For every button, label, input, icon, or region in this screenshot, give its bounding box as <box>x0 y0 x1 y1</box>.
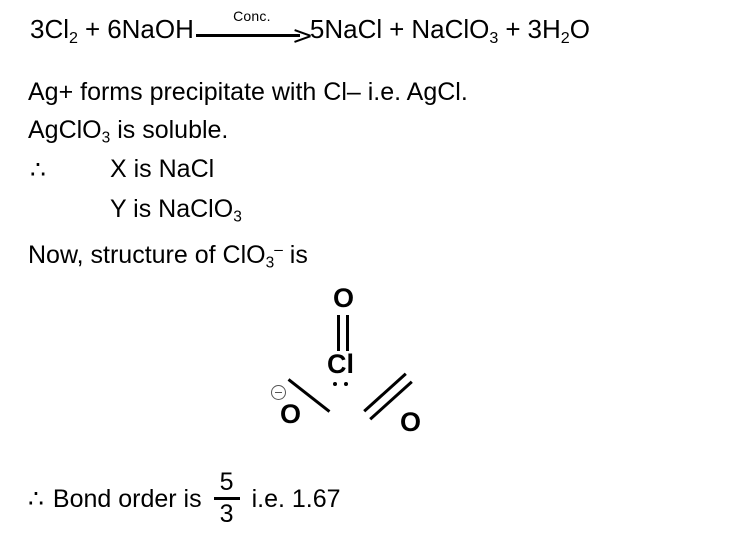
nacl-formula: NaCl <box>324 13 383 44</box>
naclo3-formula: NaClO <box>411 13 490 44</box>
bond-cl-o-top-line-2 <box>346 315 349 351</box>
atom-oxygen-bottom-left: O <box>280 399 302 429</box>
precipitate-note-line: Ag+ forms precipitate with Cl– i.e. AgCl… <box>28 78 468 106</box>
equation-product-sodium-chlorate: NaClO3 <box>411 13 499 47</box>
chlorine-subscript: 2 <box>69 28 78 47</box>
bond-order-conclusion: ∴ Bond order is 5 3 i.e. 1.67 <box>28 468 341 528</box>
y-identity-text: Y is NaClO <box>110 195 234 223</box>
solubility-text: is soluble. <box>110 116 229 144</box>
atom-oxygen-top: O <box>333 283 355 313</box>
chlorate-charge-superscript: – <box>274 241 283 259</box>
reaction-arrow: Conc. <box>195 8 308 46</box>
chlorine-coefficient: 3 <box>30 13 45 44</box>
bond-order-prefix: Bond order is <box>52 484 202 513</box>
equation-product-water: 3H2O <box>527 13 590 47</box>
structure-intro-line: Now, structure of ClO3– is <box>28 241 308 271</box>
bond-order-suffix: i.e. 1.67 <box>251 484 341 513</box>
naoh-coefficient: 6 <box>107 13 122 44</box>
water-coefficient: 3 <box>527 13 542 44</box>
agclo3-subscript: 3 <box>101 129 111 147</box>
naclo3-subscript: 3 <box>489 28 499 47</box>
equation-reactant-sodium-hydroxide: 6NaOH <box>107 14 194 45</box>
plus-operator-3: + <box>505 13 521 44</box>
structure-intro-suffix: is <box>282 241 308 269</box>
chlorate-subscript: 3 <box>265 254 275 272</box>
bond-cl-o-top-line-1 <box>337 315 340 351</box>
chemical-equation: 3Cl2 + 6NaOH Conc. 5NaCl + NaClO3 + 3H2O <box>30 8 590 47</box>
lone-pair-dot-2 <box>344 382 348 386</box>
fraction-denominator: 3 <box>219 499 234 528</box>
naoh-formula: NaOH <box>121 13 194 44</box>
chlorate-ion-lewis-structure: O Cl O O <box>255 285 455 440</box>
atom-oxygen-bottom-right: O <box>400 407 422 437</box>
naclo3-subscript-y: 3 <box>233 208 242 226</box>
chlorine-formula: Cl <box>44 13 70 44</box>
water-hydrogen: H <box>542 13 561 44</box>
water-subscript: 2 <box>560 28 570 47</box>
lone-pair-dot-1 <box>333 382 337 386</box>
x-identity-line: X is NaCl <box>110 155 215 183</box>
agclo3-formula: AgClO <box>28 116 102 144</box>
arrow-shaft <box>195 34 300 37</box>
plus-operator-1: + <box>85 13 101 44</box>
reaction-condition-label: Conc. <box>233 8 271 24</box>
y-identity-line: Y is NaClO3 <box>110 195 242 225</box>
nacl-coefficient: 5 <box>309 13 325 44</box>
atom-chlorine-center: Cl <box>327 349 354 379</box>
fraction-numerator: 5 <box>219 468 234 496</box>
equation-reactant-chlorine: 3Cl2 <box>30 13 78 47</box>
bond-order-fraction: 5 3 <box>213 468 240 528</box>
equation-product-sodium-chloride: 5NaCl <box>310 14 382 45</box>
structure-intro-text: Now, structure of ClO <box>28 241 266 269</box>
water-oxygen: O <box>569 13 590 44</box>
negative-charge-icon <box>271 385 286 400</box>
fraction-bar <box>213 497 240 500</box>
solubility-note-line: AgClO3 is soluble. <box>28 116 229 146</box>
therefore-symbol-conclusion: ∴ <box>28 485 44 513</box>
therefore-symbol-x: ∴ <box>30 156 46 184</box>
plus-operator-2: + <box>389 13 405 44</box>
